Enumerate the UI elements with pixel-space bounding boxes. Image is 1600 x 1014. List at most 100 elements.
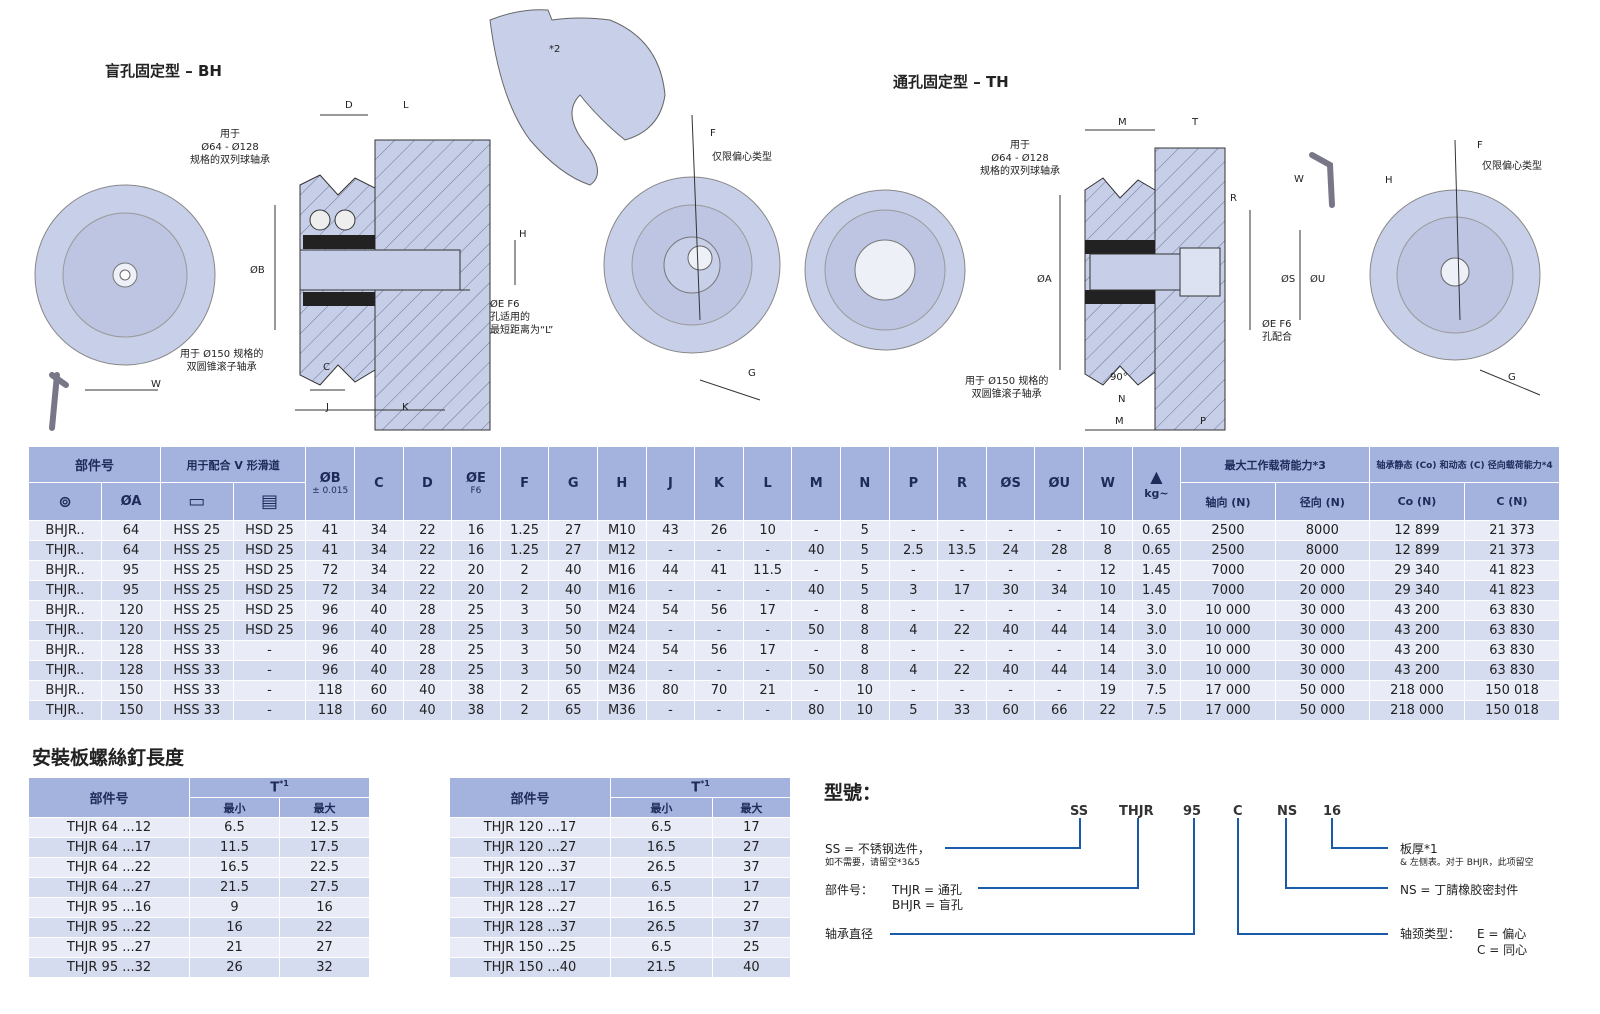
bh-wheel-front-view <box>34 184 216 366</box>
spec-cell: HSD 25 <box>232 560 307 581</box>
spec-cell: - <box>985 640 1036 661</box>
spec-cell: HSS 33 <box>160 700 234 721</box>
spec-cell: 14 <box>1083 660 1133 681</box>
mount-cell: 21 <box>189 937 280 958</box>
part-bh: BHJR = 盲孔 <box>892 898 963 912</box>
spec-cell: 72 <box>305 580 356 601</box>
spec-cell: HSD 25 <box>232 540 307 561</box>
mount-cell: 32 <box>279 957 370 978</box>
journal-eccentric: E = 偏心 <box>1477 927 1527 941</box>
spec-cell: 22 <box>1083 700 1133 721</box>
spec-cell: 22 <box>402 520 453 541</box>
hss-slide-icon: ▭ <box>160 482 234 521</box>
spec-cell: 3 <box>499 600 550 621</box>
col-u: ØU <box>1034 446 1085 521</box>
spec-cell: 20 000 <box>1274 560 1371 581</box>
spec-cell: 38 <box>451 680 501 701</box>
spec-cell: - <box>645 580 696 601</box>
spec-cell: 2 <box>499 700 550 721</box>
mount-cell: 22 <box>279 917 370 938</box>
mount-cell: 6.5 <box>610 877 713 898</box>
spec-cell: 80 <box>791 700 841 721</box>
spec-cell: 10 000 <box>1180 600 1276 621</box>
dim-h-label: H <box>519 229 527 240</box>
spec-cell: 2 <box>499 680 550 701</box>
mount-cell: 25 <box>711 937 792 958</box>
spec-cell: 63 830 <box>1463 660 1561 681</box>
spec-cell: 8 <box>840 600 890 621</box>
spec-cell: 2500 <box>1180 540 1276 561</box>
footnote-2-marker: *2 <box>549 44 561 55</box>
spec-cell: 8 <box>1083 540 1133 561</box>
journal-concentric: C = 同心 <box>1477 943 1528 957</box>
dim-l-label: L <box>403 100 409 111</box>
spec-cell: - <box>1034 520 1085 541</box>
spec-cell: 63 830 <box>1463 600 1561 621</box>
plate-thickness-note: & 左侧表。对于 BHJR，此项留空 <box>1400 858 1534 868</box>
spec-cell: BHJR.. <box>27 640 103 661</box>
spec-cell: HSD 25 <box>232 520 307 541</box>
spec-cell: 50 000 <box>1274 700 1371 721</box>
th-dim-a-label: ØA <box>1037 274 1052 285</box>
spec-cell: - <box>645 660 696 681</box>
spec-cell: HSS 25 <box>160 620 234 641</box>
th-wheel-front-view <box>804 189 966 351</box>
dim-b-label: ØB <box>250 265 265 276</box>
spec-cell: 96 <box>305 600 356 621</box>
spec-cell: M24 <box>596 660 647 681</box>
spec-cell: 54 <box>645 640 696 661</box>
mount-cell: 26 <box>189 957 280 978</box>
spec-cell: 2 <box>499 580 550 601</box>
spec-cell: 27 <box>548 520 598 541</box>
spec-cell: 128 <box>101 640 161 661</box>
spec-cell: 43 <box>645 520 696 541</box>
spec-cell: M24 <box>596 620 647 641</box>
col-c: C <box>354 446 404 521</box>
spec-cell: 8000 <box>1274 520 1371 541</box>
spec-cell: 3.0 <box>1131 600 1182 621</box>
spec-cell: - <box>694 660 744 681</box>
spec-cell: 3.0 <box>1131 640 1182 661</box>
spec-cell: 19 <box>1083 680 1133 701</box>
mount-cell: 17.5 <box>279 837 370 858</box>
th-wheel-front-eccentric <box>1369 139 1541 396</box>
spec-cell: 50 000 <box>1274 680 1371 701</box>
spec-cell: 3 <box>888 580 939 601</box>
hex-key-icon-2 <box>1309 152 1335 208</box>
spec-cell: 41 <box>305 540 356 561</box>
mount-cell: 17 <box>711 817 792 838</box>
spec-cell: 65 <box>548 680 598 701</box>
spec-cell: - <box>1034 560 1085 581</box>
spec-cell: - <box>791 560 841 581</box>
col-axial: 轴向 (N) <box>1180 482 1276 521</box>
spec-cell: - <box>232 680 307 701</box>
spec-cell: HSD 25 <box>232 600 307 621</box>
col-kg: ▲kg~ <box>1131 446 1182 521</box>
weight-icon: ▲ <box>1150 466 1163 486</box>
spec-cell: 5 <box>840 560 890 581</box>
mount-cell: THJR 120 ...17 <box>449 817 611 838</box>
spec-cell: M24 <box>596 600 647 621</box>
spec-cell: THJR.. <box>27 580 103 601</box>
spec-cell: 16 <box>451 540 501 561</box>
spec-cell: HSS 25 <box>160 600 234 621</box>
spec-cell: - <box>985 680 1036 701</box>
mount-cell: 16.5 <box>610 897 713 918</box>
spec-cell: 8 <box>840 660 890 681</box>
mount-cell: THJR 150 ...40 <box>449 957 611 978</box>
mount-cell: 6.5 <box>610 937 713 958</box>
spec-cell: 40 <box>354 660 404 681</box>
spec-cell: 20 000 <box>1274 580 1371 601</box>
spec-cell: 40 <box>354 620 404 641</box>
th-dim-w-label: W <box>1294 174 1304 185</box>
spec-cell: HSD 25 <box>232 580 307 601</box>
